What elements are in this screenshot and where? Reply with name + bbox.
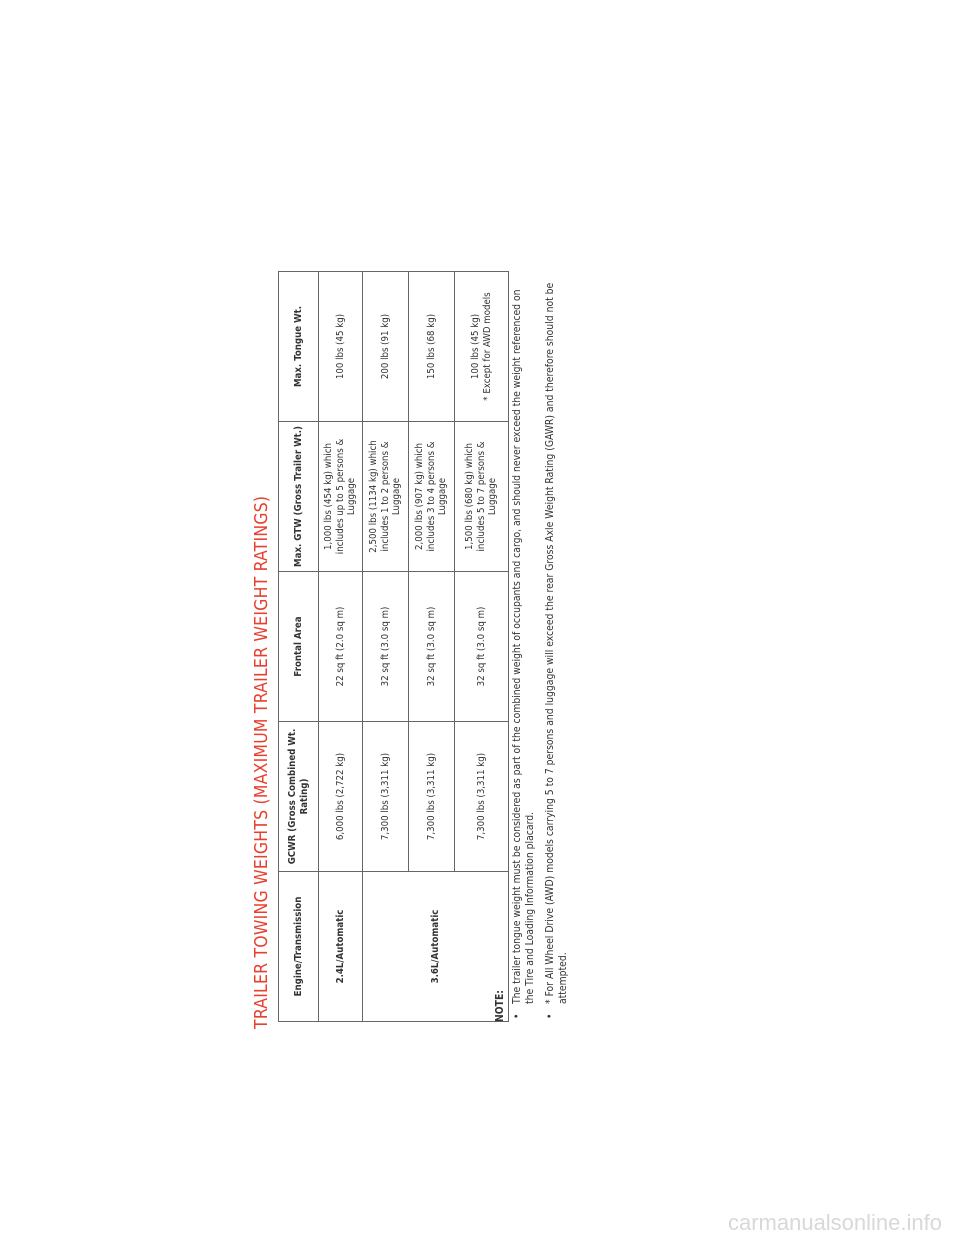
engine-cell: 2.4L/Automatic [318,871,363,1022]
table-header-row: Engine/Transmission GCWR (Gross Combined… [278,271,319,1022]
note-text: The trailer tongue weight must be consid… [511,289,536,1004]
watermark[interactable]: carmanualsonline.info [727,1210,942,1235]
tongue-cell: 100 lbs (45 kg) [318,271,363,422]
tongue-cell: 150 lbs (68 kg) [408,271,455,422]
gcwr-cell: 6,000 lbs (2,722 kg) [318,721,363,872]
engine-cell: 3.6L/Automatic [362,871,509,1022]
gcwr-cell: 7,300 lbs (3,311 kg) [408,721,455,872]
gtw-cell: 2,500 lbs (1134 kg) which includes 1 to … [362,421,409,572]
note-section: NOTE: • The trailer tongue weight must b… [494,272,577,1022]
bullet-icon: • [511,1013,523,1019]
frontal-cell: 22 sq ft (2.0 sq m) [318,571,363,722]
gtw-cell: 2,000 lbs (907 kg) which includes 3 to 4… [408,421,455,572]
page-title: TRAILER TOWING WEIGHTS (MAXIMUM TRAILER … [252,495,272,1029]
header-frontal-area: Frontal Area [278,571,319,722]
header-max-tongue: Max. Tongue Wt. [278,271,319,422]
rotated-page-content: TRAILER TOWING WEIGHTS (MAXIMUM TRAILER … [252,269,612,1029]
note-item: • The trailer tongue weight must be cons… [511,272,537,1022]
towing-weights-table: Engine/Transmission GCWR (Gross Combined… [278,271,509,1022]
bullet-icon: • [544,1013,556,1019]
note-heading: NOTE: [494,990,506,1022]
header-max-gtw: Max. GTW (Gross Trailer Wt.) [278,421,319,572]
tongue-footnote: * Except for AWD models [481,292,493,401]
frontal-cell: 32 sq ft (3.0 sq m) [362,571,409,722]
table-row: 3.6L/Automatic 7,300 lbs (3,311 kg) 32 s… [362,271,509,1022]
frontal-cell: 32 sq ft (3.0 sq m) [408,571,455,722]
note-text: * For All Wheel Drive (AWD) models carry… [544,282,569,1004]
header-gcwr: GCWR (Gross Combined Wt. Rating) [278,721,319,872]
note-item: • * For All Wheel Drive (AWD) models car… [544,272,570,1022]
header-engine: Engine/Transmission [278,871,319,1022]
tongue-value: 100 lbs (45 kg) [470,313,481,380]
gcwr-cell: 7,300 lbs (3,311 kg) [362,721,409,872]
gtw-cell: 1,000 lbs (454 kg) which includes up to … [318,421,363,572]
tongue-cell: 200 lbs (91 kg) [362,271,409,422]
table-row: 2.4L/Automatic 6,000 lbs (2,722 kg) 22 s… [318,271,363,1022]
